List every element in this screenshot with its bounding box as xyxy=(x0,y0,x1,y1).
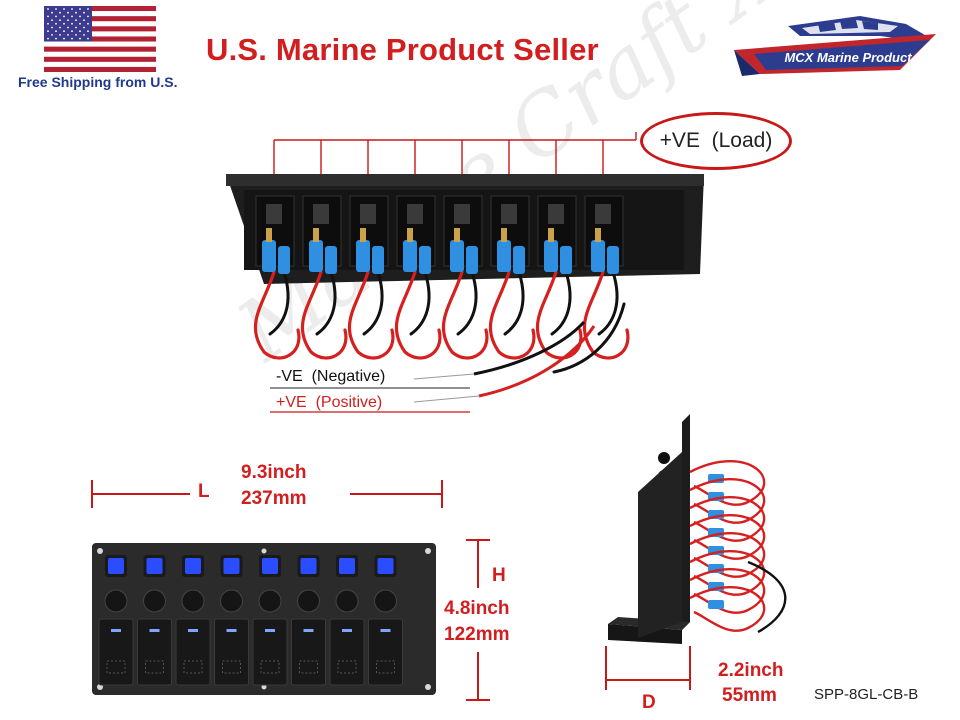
led-indicator xyxy=(262,558,278,574)
fuse-cap xyxy=(297,589,320,613)
rocker-switch xyxy=(291,555,326,686)
length-inch: 9.3inch xyxy=(241,462,307,483)
fuse-cap xyxy=(258,589,282,613)
led-indicator xyxy=(146,558,163,574)
load-label: +VE (Load) xyxy=(640,112,792,170)
terminal xyxy=(450,240,464,272)
fuse-cap xyxy=(374,589,397,613)
rocker-switch xyxy=(214,555,249,686)
terminal xyxy=(403,240,417,272)
page-title: U.S. Marine Product Seller xyxy=(206,32,599,67)
depth-inch: 2.2inch xyxy=(718,660,784,681)
led-indicator xyxy=(339,558,355,574)
led-indicator xyxy=(108,558,124,574)
led-indicator xyxy=(377,558,394,574)
logo-text: MCX Marine Product xyxy=(784,50,912,65)
terminal xyxy=(497,240,511,272)
shipping-note: Free Shipping from U.S. xyxy=(18,74,178,90)
terminal xyxy=(591,240,605,272)
us-flag-icon xyxy=(44,6,156,72)
rocker-switch xyxy=(252,555,288,686)
fuse-cap xyxy=(220,589,243,613)
rocker-switch xyxy=(175,555,211,686)
rocker-switch xyxy=(137,555,172,686)
terminal xyxy=(466,246,478,274)
depth-mm: 55mm xyxy=(722,685,777,706)
switch-panel-side xyxy=(608,414,787,644)
terminal xyxy=(278,246,290,274)
height-mm: 122mm xyxy=(444,624,510,645)
led-indicator xyxy=(185,558,201,574)
led-indicator xyxy=(223,558,240,574)
fuse-cap xyxy=(335,589,359,613)
fuse-cap xyxy=(143,589,166,613)
wiring-diagram xyxy=(226,132,704,403)
terminal xyxy=(607,246,619,274)
terminal xyxy=(544,240,558,272)
side-terminal xyxy=(708,600,724,609)
switch-panel-front xyxy=(92,543,436,695)
side-fuse-cap xyxy=(658,452,670,464)
terminal xyxy=(419,246,431,274)
led-indicator xyxy=(300,558,317,574)
terminal xyxy=(325,246,337,274)
rocker-switch xyxy=(98,555,134,686)
negative-label: -VE (Negative) xyxy=(276,368,386,385)
rocker-switch xyxy=(368,555,403,686)
mcx-logo: MCX Marine Product xyxy=(734,16,936,76)
terminal xyxy=(356,240,370,272)
fuse-cap xyxy=(181,589,205,613)
height-letter: H xyxy=(492,565,506,586)
model-number: SPP-8GL-CB-B xyxy=(814,686,919,703)
fuse-cap xyxy=(104,589,128,613)
terminal xyxy=(560,246,572,274)
positive-label: +VE (Positive) xyxy=(276,394,383,411)
terminal xyxy=(309,240,323,272)
rocker-switch xyxy=(329,555,365,686)
terminal xyxy=(372,246,384,274)
length-letter: L xyxy=(198,481,210,502)
height-inch: 4.8inch xyxy=(444,598,510,619)
length-mm: 237mm xyxy=(241,488,307,509)
terminal xyxy=(262,240,276,272)
terminal xyxy=(513,246,525,274)
depth-letter: D xyxy=(642,692,656,713)
